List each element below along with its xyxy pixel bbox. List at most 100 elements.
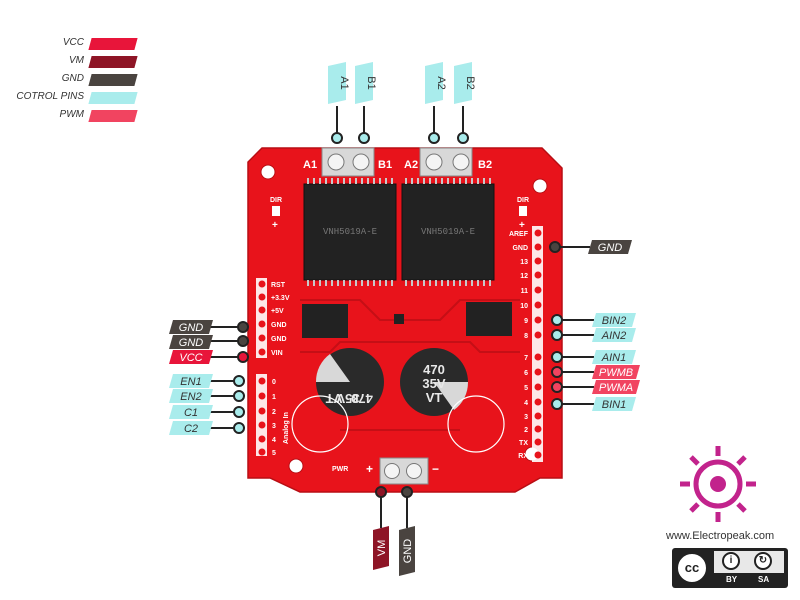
- pin-label: EN2: [180, 391, 201, 403]
- capacitor-text: VT: [426, 390, 443, 405]
- pin-label: AIN1: [601, 352, 626, 364]
- header-label: AREF: [509, 231, 529, 238]
- dir-led: [272, 206, 280, 216]
- header-label: 6: [524, 370, 528, 377]
- header-label: 3: [272, 423, 276, 430]
- capacitor-text: 470: [423, 362, 445, 377]
- pin-label: GND: [598, 242, 623, 254]
- header-label: 13: [520, 259, 528, 266]
- left-pin-en2: EN2: [169, 389, 245, 403]
- cc-sa-label: SA: [758, 575, 770, 584]
- header-label: 1: [272, 394, 276, 401]
- terminal-screw: [384, 463, 400, 479]
- right-pin-bin1: BIN1: [551, 397, 636, 411]
- pin-label: VM: [376, 540, 388, 557]
- left-header: RST +3.3V +5V GND GND VIN: [256, 278, 290, 358]
- capacitor-text: 35V: [336, 391, 359, 406]
- chip-label: VNH5019A-E: [323, 227, 377, 237]
- top-pin-b1: B1: [355, 62, 377, 144]
- legend-label: VCC: [62, 37, 84, 48]
- sa-icon: ↻: [754, 552, 772, 570]
- header-label: 5: [272, 450, 276, 457]
- left-pin-gnd-1: GND: [169, 320, 249, 334]
- right-pin-pwma: PWMA: [551, 380, 640, 394]
- pin-label: GND: [402, 539, 414, 564]
- capacitor-text: 35V: [422, 376, 445, 391]
- regulator-left: [302, 304, 348, 338]
- header-label: 7: [524, 355, 528, 362]
- right-pin-pwmb: PWMB: [551, 365, 640, 379]
- legend-label: VM: [69, 55, 84, 66]
- pin-label: PWMA: [599, 382, 633, 394]
- left-pin-gnd-2: GND: [169, 335, 249, 349]
- chip-label: VNH5019A-E: [421, 227, 475, 237]
- header-label: 4: [272, 437, 276, 444]
- terminal-label-b1: B1: [378, 159, 392, 171]
- left-pin-c1: C1: [169, 405, 245, 419]
- pin-label: A1: [338, 76, 350, 89]
- pin-label: PWMB: [599, 367, 633, 379]
- pin-label: EN1: [180, 376, 201, 388]
- legend-item-vcc: VCC: [0, 37, 140, 51]
- pcb-traces: [300, 299, 520, 431]
- left-pin-en1: EN1: [169, 374, 245, 388]
- pin-label: C2: [184, 423, 198, 435]
- header-label: GND: [271, 336, 287, 343]
- header-label: TX: [519, 440, 528, 447]
- legend-item-gnd: GND: [0, 73, 140, 87]
- pin-label: AIN2: [601, 330, 626, 342]
- capacitor-left: 470 35V VT: [315, 348, 384, 416]
- pwr-minus: −: [432, 462, 439, 476]
- bottom-pin-gnd: GND: [399, 486, 415, 576]
- header-label: 0: [272, 379, 276, 386]
- header-label: 4: [524, 400, 528, 407]
- terminal-screw: [452, 153, 470, 171]
- header-label: +5V: [271, 308, 284, 315]
- mount-hole: [260, 164, 276, 180]
- top-pin-a1: A1: [328, 62, 350, 144]
- driver-chip-right: VNH5019A-E: [401, 178, 495, 286]
- right-pin-ain2: AIN2: [551, 328, 636, 342]
- legend-label: PWM: [59, 109, 84, 120]
- header-label: 2: [272, 409, 276, 416]
- regulator-right: [466, 302, 512, 336]
- small-chip: [394, 314, 404, 324]
- dir-label-left: DIR: [270, 197, 282, 204]
- header-label: VIN: [271, 350, 283, 357]
- header-label: +3.3V: [271, 295, 290, 302]
- legend-label: GND: [61, 73, 84, 84]
- legend-item-vm: VM: [0, 55, 140, 69]
- pin-label: BIN1: [602, 399, 626, 411]
- legend-label: COTROL PINS: [16, 91, 84, 102]
- pin-label: B2: [464, 76, 476, 89]
- pin-label: GND: [179, 337, 204, 349]
- driver-chip-left: VNH5019A-E: [303, 178, 397, 286]
- analog-header: 0 1 2 3 4 5 Analog In: [256, 374, 290, 457]
- left-pin-c2: C2: [169, 421, 245, 435]
- dir-plus-right: +: [519, 220, 525, 231]
- mount-hole: [288, 458, 304, 474]
- cc-by-label: BY: [726, 575, 738, 584]
- cc-license-badge: cc i ↻ BY SA: [672, 548, 788, 588]
- header-label: 9: [524, 318, 528, 325]
- electropeak-logo: [680, 446, 756, 522]
- header-label: 2: [524, 427, 528, 434]
- header-label: 10: [520, 303, 528, 310]
- pin-label: C1: [184, 407, 198, 419]
- cap-outline: [447, 395, 505, 453]
- header-label: RX: [518, 453, 528, 460]
- capacitor-text: 470: [351, 391, 373, 406]
- by-icon: i: [722, 552, 740, 570]
- dir-led: [519, 206, 527, 216]
- header-label: RST: [271, 282, 286, 289]
- pin-label: VCC: [179, 352, 202, 364]
- dir-label-right: DIR: [517, 197, 529, 204]
- terminal-screw: [406, 463, 422, 479]
- terminal-label-a1: A1: [303, 159, 317, 171]
- pin-label: B1: [365, 76, 377, 89]
- right-pin-gnd: GND: [549, 240, 632, 254]
- terminal-label-a2: A2: [404, 159, 418, 171]
- brand-url[interactable]: www.Electropeak.com: [666, 530, 775, 542]
- right-pin-ain1: AIN1: [551, 350, 636, 364]
